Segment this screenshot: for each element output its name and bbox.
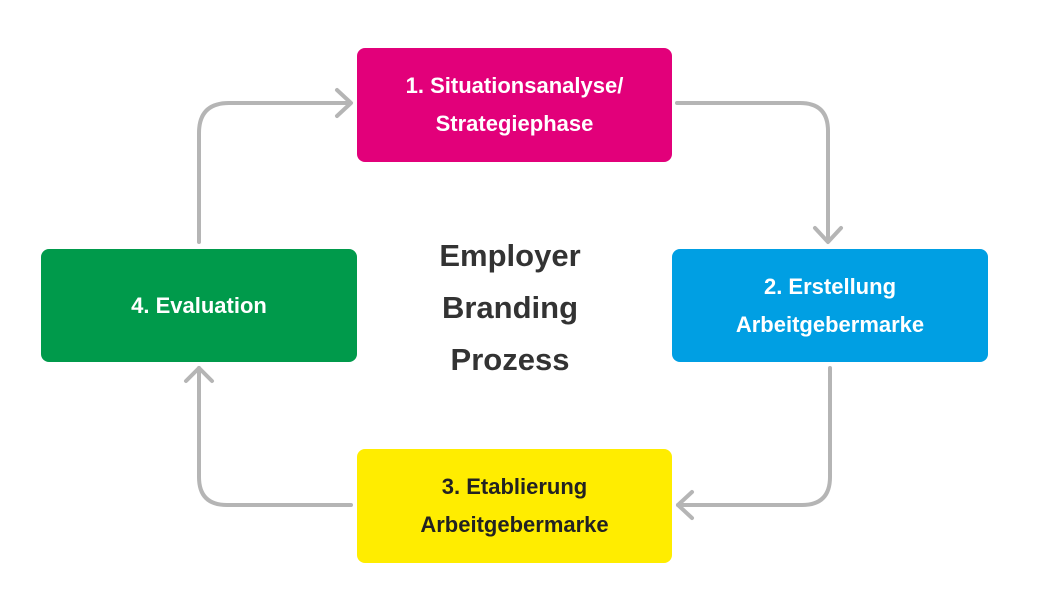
arrow-3-to-4 bbox=[184, 366, 353, 507]
center-title-line-3: Prozess bbox=[450, 342, 570, 377]
arrow-2-to-3 bbox=[676, 366, 832, 520]
arrow-4-to-1 bbox=[197, 88, 353, 244]
step-2-erstellung: 2. Erstellung Arbeitgebermarke bbox=[672, 249, 988, 362]
center-title-line-1: Employer bbox=[439, 238, 581, 273]
center-title-line-2: Branding bbox=[441, 290, 579, 325]
arrow-1-to-2 bbox=[675, 101, 843, 244]
center-title: Employer Branding Prozess bbox=[400, 230, 620, 386]
step-1-situationsanalyse: 1. Situationsanalyse/ Strategiephase bbox=[357, 48, 672, 162]
step-3-etablierung: 3. Etablierung Arbeitgebermarke bbox=[357, 449, 672, 563]
step-4-evaluation: 4. Evaluation bbox=[41, 249, 357, 362]
